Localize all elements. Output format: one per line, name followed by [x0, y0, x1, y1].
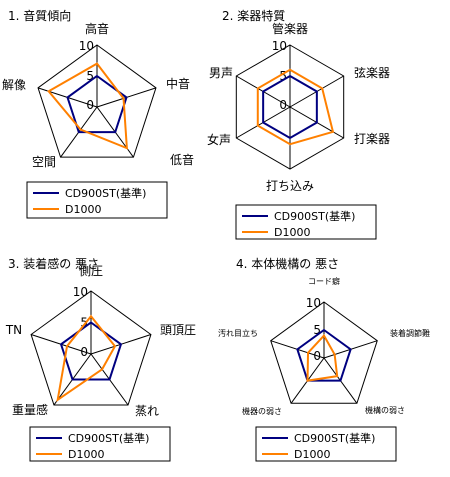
tick-label: 5 [313, 323, 321, 337]
series-line [262, 74, 318, 140]
legend-box [26, 181, 168, 219]
axis-label: 打ち込み [266, 179, 314, 193]
axis-label: 機構の弱さ [365, 405, 405, 415]
axis-label: 管楽器 [272, 21, 308, 36]
axis-label: 高音 [85, 21, 109, 36]
axis-label: 頭頂圧 [160, 323, 196, 337]
chart-title: 2. 楽器特質 [222, 8, 285, 23]
grid-ring-outer [37, 44, 157, 158]
axis-label: 弦楽器 [354, 65, 390, 80]
axis-label: 打楽器 [354, 132, 390, 146]
chart-title: 4. 本体機構の 悪さ [236, 256, 339, 271]
tick-label: 5 [86, 69, 94, 83]
series-line [59, 321, 123, 381]
axis-label: 女声 [207, 132, 231, 147]
tick-label: 0 [80, 345, 88, 359]
axis-label: 装着調節難 [390, 328, 430, 338]
tick-label: 10 [272, 39, 287, 53]
axis-label: 汚れ目立ち [218, 328, 258, 338]
tick-label: 10 [306, 296, 321, 310]
axis-label: TN [5, 323, 22, 337]
axis-label: 男声 [209, 66, 233, 80]
axis-label: 機器の弱さ [242, 406, 282, 416]
legend-box [235, 204, 377, 240]
axis-label: 重量感 [12, 402, 48, 417]
tick-label: 10 [73, 285, 88, 299]
legend: CD900ST(基準) D1000 [29, 426, 171, 462]
legend-label: CD900ST(基準) [65, 186, 146, 200]
axis-label: コード癖 [308, 276, 340, 286]
legend-label: D1000 [65, 203, 101, 216]
grid-ring-outer [30, 290, 152, 406]
legend-label: D1000 [68, 448, 104, 461]
tick-label: 10 [79, 39, 94, 53]
legend-label: D1000 [274, 226, 310, 239]
tick-label: 0 [86, 98, 94, 112]
series-line [66, 74, 128, 134]
axis-label: 空間 [32, 155, 56, 169]
legend-box [255, 426, 397, 462]
axis-label: 蒸れ [135, 404, 159, 418]
grid-ring-outer [270, 301, 378, 404]
legend: CD900ST(基準) D1000 [235, 204, 377, 240]
legend: CD900ST(基準) D1000 [255, 426, 397, 462]
chart-title: 1. 音質傾向 [8, 8, 71, 23]
axis-label: 低音 [170, 152, 194, 167]
legend-label: CD900ST(基準) [274, 209, 355, 223]
tick-label: 0 [313, 349, 321, 363]
legend-label: CD900ST(基準) [68, 431, 149, 445]
axis-label: 側圧 [79, 264, 103, 278]
axis-label: 中音 [166, 76, 190, 91]
series-line [256, 68, 335, 146]
legend-box [29, 426, 171, 462]
tick-label: 0 [279, 98, 287, 112]
tick-label: 5 [279, 69, 287, 83]
series-line [47, 62, 128, 150]
legend-label: CD900ST(基準) [294, 431, 375, 445]
series-line [306, 333, 339, 382]
chart-title: 3. 装着感の 悪さ [8, 256, 99, 271]
legend: CD900ST(基準) D1000 [26, 181, 168, 219]
axis-label: 解像 [2, 78, 26, 92]
legend-label: D1000 [294, 448, 330, 461]
series-line [296, 328, 352, 382]
tick-label: 5 [80, 316, 88, 330]
series-line [56, 314, 117, 403]
